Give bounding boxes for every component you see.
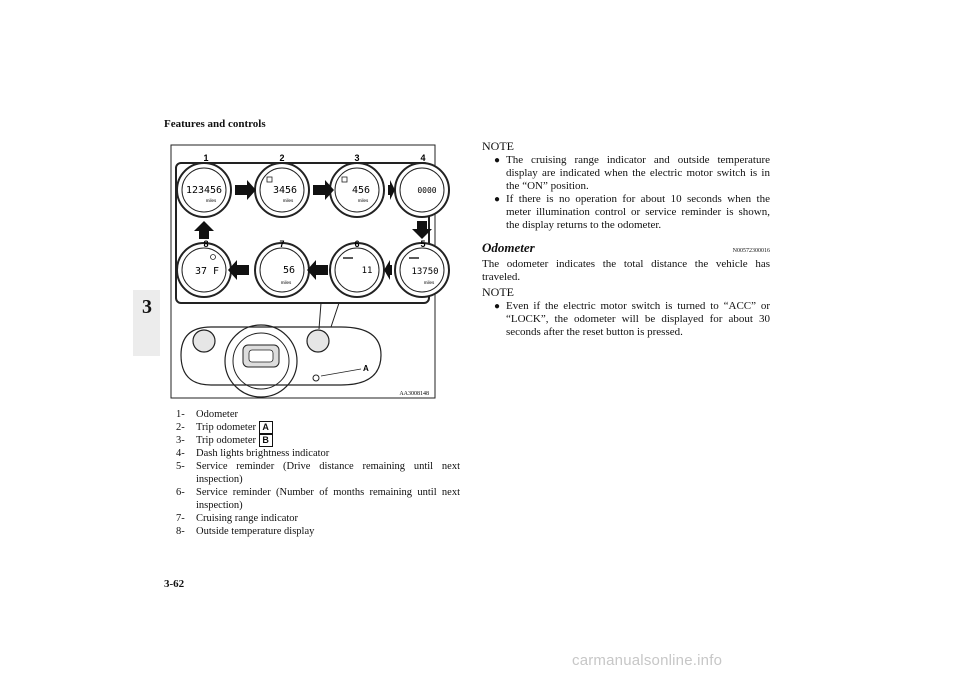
dial-6-value: 11 — [362, 266, 373, 276]
dial-3-unit: miles — [358, 198, 369, 203]
section-code: N00572300016 — [732, 248, 770, 254]
dial-6: 11 — [329, 242, 385, 298]
sequence-arrows — [194, 180, 432, 280]
note-bullet: ●The cruising range indicator and outsid… — [494, 154, 770, 192]
callout-1: 1 — [203, 153, 208, 163]
section-title: Odometer — [482, 240, 535, 255]
callout-8: 8 — [203, 239, 208, 249]
dial-2-unit: miles — [283, 198, 294, 203]
chapter-tab-number: 3 — [142, 296, 152, 318]
callout-7: 7 — [279, 239, 284, 249]
legend-item: 8-Outside temperature display — [176, 526, 315, 538]
note-bullet: ●If there is no operation for about 10 s… — [494, 193, 770, 231]
watermark: carmanualsonline.info — [572, 652, 723, 669]
pointer-label: A — [363, 364, 369, 373]
legend-item: 1-Odometer — [176, 409, 238, 420]
bullet-icon: ● — [494, 194, 501, 205]
legend-item: 6-Service reminder (Number of months rem… — [176, 487, 460, 512]
running-header: Features and controls — [164, 118, 266, 130]
callout-6: 6 — [354, 239, 359, 249]
trip-a-icon: A — [258, 421, 273, 435]
page-number: 3-62 — [164, 578, 185, 590]
dial-4-value: 0000 — [417, 186, 436, 195]
dial-5-value: 13750 — [411, 267, 438, 277]
figure-code: AA3008148 — [399, 391, 429, 397]
dial-1-unit: miles — [206, 198, 217, 203]
legend-item: 5-Service reminder (Drive distance remai… — [176, 461, 460, 486]
dial-7: 56 miles — [254, 242, 310, 298]
dial-8: 37 F — [176, 242, 232, 298]
dial-2: 3456 miles — [254, 162, 310, 218]
section-body: The odometer indicates the total distanc… — [482, 258, 770, 283]
dial-7-value: 56 — [283, 265, 295, 276]
dial-5: 13750 miles — [394, 242, 450, 298]
legend-item: 4-Dash lights brightness indicator — [176, 448, 330, 460]
dial-3-value: 456 — [352, 185, 370, 196]
dial-1-value: 123456 — [186, 185, 222, 196]
dial-3: 456 miles — [329, 162, 385, 218]
callout-2: 2 — [279, 153, 284, 163]
callout-5: 5 — [420, 239, 425, 249]
chapter-tab — [133, 290, 160, 356]
dial-2-value: 3456 — [273, 185, 297, 196]
note-title: NOTE — [482, 285, 514, 299]
odometer-display-figure: 123456 miles 3456 miles 456 miles 0000 3… — [170, 144, 450, 399]
section-heading: Odometer N00572300016 — [482, 241, 770, 258]
note-title: NOTE — [482, 139, 514, 153]
bullet-icon: ● — [494, 301, 501, 312]
note-bullet: ●Even if the electric motor switch is tu… — [494, 300, 770, 338]
callout-3: 3 — [354, 153, 359, 163]
right-column: NOTE ●The cruising range indicator and o… — [482, 140, 770, 339]
instrument-cluster — [180, 324, 382, 398]
dial-1: 123456 miles — [176, 162, 232, 218]
figure-legend: 1-Odometer 2-Trip odometer A 3-Trip odom… — [176, 408, 460, 538]
dial-5-unit: miles — [424, 280, 435, 285]
dial-7-unit: miles — [281, 280, 292, 285]
trip-b-icon: B — [258, 434, 273, 448]
dial-4: 0000 — [394, 162, 450, 218]
dial-8-value: 37 F — [195, 266, 219, 277]
legend-item: 7-Cruising range indicator — [176, 513, 299, 525]
legend-item: 2-Trip odometer A — [176, 421, 460, 435]
callout-4: 4 — [420, 153, 425, 163]
legend-item: 3-Trip odometer B — [176, 434, 460, 448]
bullet-icon: ● — [494, 155, 501, 166]
